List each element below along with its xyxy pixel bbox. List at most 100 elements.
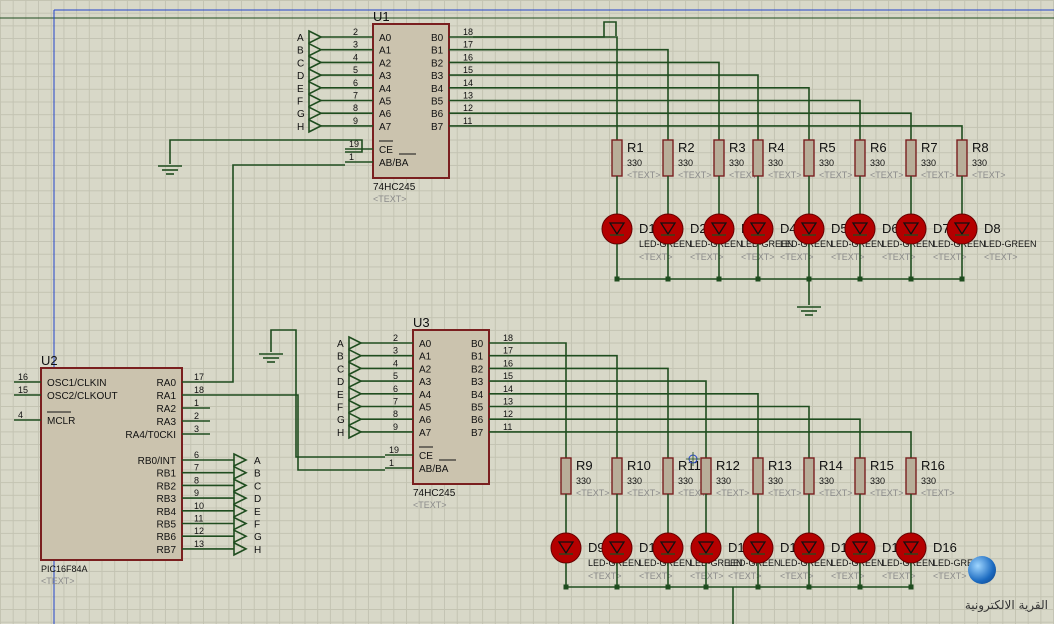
u1-pin-name: B1 xyxy=(431,46,444,57)
bottom-led-text: <TEXT> xyxy=(780,571,814,581)
u2-pin-number: 7 xyxy=(194,463,199,473)
bus-label: D xyxy=(337,377,344,388)
bus-buffer-symbol xyxy=(308,67,323,83)
u1-pin-number: 14 xyxy=(463,78,473,88)
bottom-bus-wire xyxy=(513,405,810,458)
top-led-text: <TEXT> xyxy=(639,252,673,262)
u1-part: 74HC245 xyxy=(373,182,416,193)
u3-pin-name: A3 xyxy=(419,377,432,388)
top-resistor xyxy=(956,139,968,177)
bottom-resistor-text: <TEXT> xyxy=(921,488,955,498)
top-resistor-ref: R8 xyxy=(972,140,989,155)
top-resistor xyxy=(662,139,674,177)
top-led-ref: D2 xyxy=(690,221,707,236)
u2-pin-number: 8 xyxy=(194,475,199,485)
u3-pin-name: A5 xyxy=(419,403,432,414)
u2-ref: U2 xyxy=(41,353,58,368)
bottom-led-symbol xyxy=(608,541,626,555)
bottom-led-ref: D9 xyxy=(588,540,605,555)
wire-gnd-u3 xyxy=(270,329,385,458)
bottom-led-symbol xyxy=(902,541,920,555)
bottom-led-text: <TEXT> xyxy=(933,571,967,581)
bus-label: E xyxy=(297,84,304,95)
top-resistor-value: 330 xyxy=(627,158,642,168)
bottom-resistor-value: 330 xyxy=(819,476,834,486)
u1-pin-name: A4 xyxy=(379,84,392,95)
top-bus-wire xyxy=(473,125,963,140)
bus-buffer-symbol xyxy=(348,335,363,351)
bus-label: E xyxy=(254,507,261,518)
u2-pin-number: 15 xyxy=(18,385,28,395)
u3-pin-number: 11 xyxy=(503,422,512,432)
bus-buffer-symbol xyxy=(233,465,248,480)
u2-pin-name: RA1 xyxy=(157,391,177,402)
bottom-resistor-value: 330 xyxy=(678,476,693,486)
u1-pin-name: AB/BA xyxy=(379,158,409,169)
u1-pin-number: 11 xyxy=(463,116,472,126)
u1-pin-name: A1 xyxy=(379,46,392,57)
top-resistor-text: <TEXT> xyxy=(921,170,955,180)
u2-pin-number: 9 xyxy=(194,488,199,498)
bottom-led xyxy=(793,532,825,564)
bus-label: C xyxy=(297,58,304,69)
top-led-ref: D4 xyxy=(780,221,797,236)
u1-pin-name: B0 xyxy=(431,33,444,44)
top-led xyxy=(895,213,927,245)
u2-pin-number: 17 xyxy=(194,372,204,382)
u3-pin-name: A0 xyxy=(419,339,432,350)
top-led-symbol xyxy=(800,222,818,236)
top-led-symbol xyxy=(710,222,728,236)
u2-pin-name: RA4/T0CKI xyxy=(125,430,176,441)
u3-pin-number: 3 xyxy=(393,346,398,356)
bottom-led-ref: D16 xyxy=(933,540,957,555)
u2-pin-number: 13 xyxy=(194,539,204,549)
top-led-symbol xyxy=(851,222,869,236)
bus-label: H xyxy=(297,122,304,133)
u3-pin-name: B1 xyxy=(471,352,484,363)
u2-pin-name: RB7 xyxy=(157,545,177,556)
bottom-resistor xyxy=(905,457,917,495)
u2-pin-number: 3 xyxy=(194,424,199,434)
bus-buffer-symbol xyxy=(348,373,363,389)
bottom-led-symbol xyxy=(800,541,818,555)
watermark-text: القرية الالكترونية xyxy=(964,598,1048,612)
u2-pin-name: OSC1/CLKIN xyxy=(47,378,106,389)
globe-icon xyxy=(968,556,996,584)
u1-pin-name: A7 xyxy=(379,122,392,133)
u1-pin-number: 2 xyxy=(353,27,358,37)
top-resistor-value: 330 xyxy=(678,158,693,168)
bus-label: H xyxy=(337,428,344,439)
bottom-led xyxy=(844,532,876,564)
wire-gnd-u1 xyxy=(169,139,363,164)
u2-pin-number: 16 xyxy=(18,372,28,382)
u3-pin-name: B4 xyxy=(471,390,484,401)
u1-pin-name: A3 xyxy=(379,71,392,82)
u1-pin-name: A2 xyxy=(379,58,392,69)
bottom-led-symbol xyxy=(557,541,575,555)
u2-pin-name: MCLR xyxy=(47,416,75,427)
u3-pin-name: A7 xyxy=(419,428,432,439)
top-resistor-ref: R4 xyxy=(768,140,785,155)
top-led xyxy=(844,213,876,245)
u1-pin-number: 15 xyxy=(463,65,473,75)
u3-pin-number: 17 xyxy=(503,346,513,356)
wire-ra0 xyxy=(210,164,345,383)
u3-pin-name: A2 xyxy=(419,364,432,375)
u1-pin-name: A0 xyxy=(379,33,392,44)
top-led-text: <TEXT> xyxy=(984,252,1018,262)
u3-pin-number: 12 xyxy=(503,409,513,419)
bottom-led-text: <TEXT> xyxy=(882,571,916,581)
bus-buffer-symbol xyxy=(233,490,248,506)
bottom-resistor-ref: R14 xyxy=(819,458,843,473)
u3-pin-name: B6 xyxy=(471,415,484,426)
u2-pin-number: 11 xyxy=(194,514,203,524)
u1-pin-name: B6 xyxy=(431,109,444,120)
bus-buffer-symbol xyxy=(308,42,323,57)
bus-buffer-symbol xyxy=(233,516,248,531)
u1-pin-name: B5 xyxy=(431,97,444,108)
bottom-resistor-ref: R9 xyxy=(576,458,593,473)
u2-pin-number: 1 xyxy=(194,398,199,408)
bottom-led xyxy=(895,532,927,564)
top-bus-wire xyxy=(473,87,810,140)
bottom-led-part: LED-GREEN xyxy=(690,558,743,568)
